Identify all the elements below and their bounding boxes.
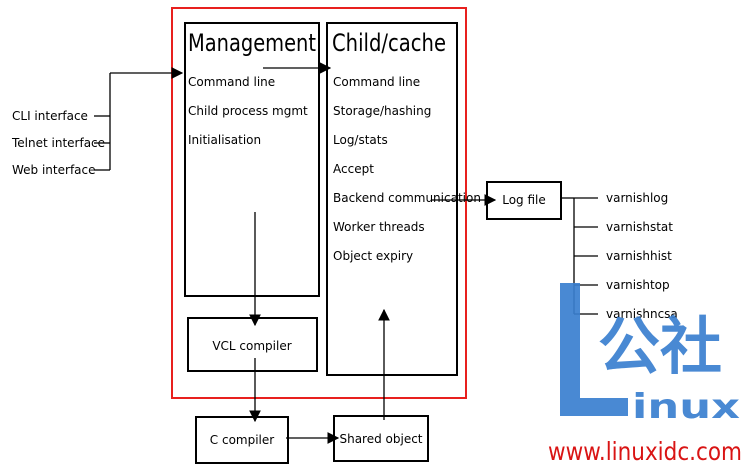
telnet-interface-label: Telnet interface [11, 136, 105, 150]
shared-object-box [333, 415, 429, 462]
child-item-storage-hashing: Storage/hashing [333, 104, 431, 118]
log-file-box [486, 181, 562, 220]
cli-interface-label: CLI interface [12, 109, 88, 123]
tool-varnishstat: varnishstat [606, 220, 673, 234]
management-item-command-line: Command line [188, 75, 275, 89]
child-item-backend-communication: Backend communication [333, 191, 481, 205]
interface-connectors [94, 67, 184, 171]
tool-varnishtop: varnishtop [606, 278, 670, 292]
watermark-logo: 公社 inux [560, 283, 740, 427]
child-item-command-line: Command line [333, 75, 420, 89]
watermark-l-vertical [560, 283, 580, 416]
varnish-boundary [171, 7, 467, 399]
tool-varnishlog: varnishlog [606, 191, 668, 205]
tool-varnishhist: varnishhist [606, 249, 672, 263]
watermark-l-horizontal [560, 398, 628, 416]
management-item-initialisation: Initialisation [188, 133, 261, 147]
log-file-label: Log file [502, 193, 546, 207]
shared-object-label: Shared object [339, 432, 422, 446]
c-compiler-box [195, 416, 289, 464]
child-item-accept: Accept [333, 162, 374, 176]
child-item-object-expiry: Object expiry [333, 249, 413, 263]
child-cache-box [326, 22, 458, 376]
c-compiler-label: C compiler [210, 433, 274, 447]
watermark-url: www.linuxidc.com [548, 437, 742, 466]
child-cache-title: Child/cache [332, 29, 446, 57]
vcl-compiler-box [187, 317, 318, 372]
vcl-compiler-label: VCL compiler [212, 339, 291, 353]
management-box [184, 22, 320, 297]
watermark-logo-chars: 公社 [598, 310, 722, 383]
management-item-child-process: Child process mgmt [188, 104, 308, 118]
management-title: Management [188, 29, 316, 57]
child-item-worker-threads: Worker threads [333, 220, 425, 234]
child-item-log-stats: Log/stats [333, 133, 388, 147]
watermark-logo-sub: inux [632, 387, 740, 427]
web-interface-label: Web interface [12, 163, 96, 177]
tool-varnishncsa: varnishncsa [606, 307, 678, 321]
